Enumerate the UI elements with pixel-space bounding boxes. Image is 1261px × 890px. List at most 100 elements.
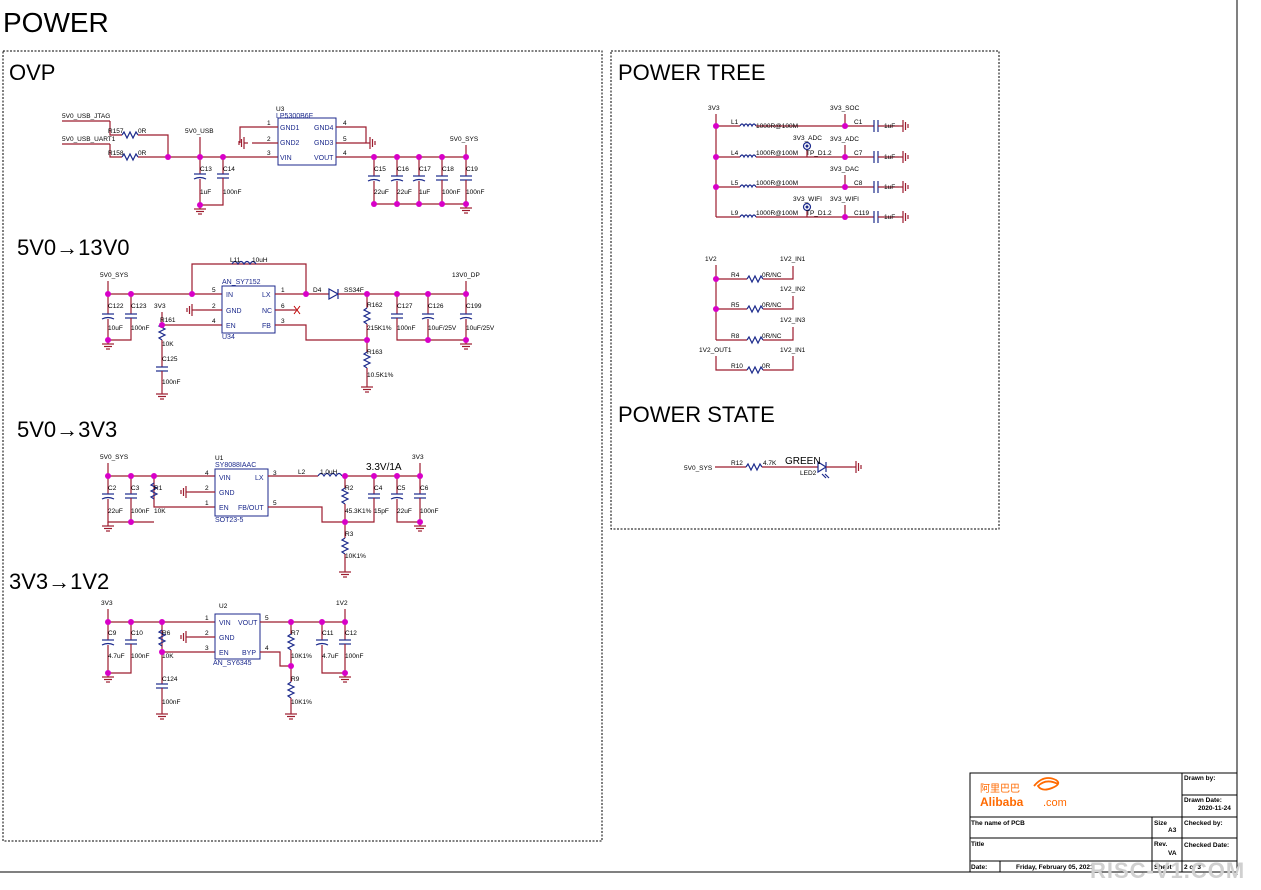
- section-title-state: POWER STATE: [618, 402, 775, 427]
- pin-label: VIN: [280, 155, 292, 162]
- value-label: 100nF: [345, 653, 363, 660]
- value-label: 1uF: [884, 214, 895, 221]
- tree-row: L5 1000R@100M 3V3_DAC C8 1uF: [716, 166, 909, 194]
- pin-number: 3: [205, 645, 209, 652]
- power-state: 5V0_SYS R12 4.7K GREEN LED2: [684, 456, 862, 479]
- pin-label: FB/OUT: [238, 505, 264, 512]
- net-label: 1V2_IN1: [780, 256, 806, 263]
- value-label: 22uF: [397, 189, 412, 196]
- pin-label: VOUT: [238, 620, 258, 627]
- ref-label: R3: [345, 531, 354, 538]
- value-label: 0R: [138, 150, 147, 157]
- date-label: Date:: [971, 864, 987, 871]
- value-label: 100nF: [466, 189, 484, 196]
- ref-label: R7: [291, 630, 300, 637]
- value-label: 100nF: [162, 379, 180, 386]
- value-label: 100nF: [420, 508, 438, 515]
- pin-label: EN: [226, 323, 236, 330]
- pin-label: VIN: [219, 475, 231, 482]
- pin-number: 4: [212, 318, 216, 325]
- tree-res-row: 1V2_OUT1 1V2_IN1 R10 0R: [699, 347, 806, 375]
- tree-res-row: R4 0R/NC 1V2_IN1: [716, 256, 806, 284]
- logo-com: .com: [1043, 797, 1067, 809]
- ref-label: U34: [222, 334, 235, 341]
- ref-label: U1: [215, 455, 224, 462]
- sheet-label: Sheet: [1154, 864, 1173, 871]
- right-section-frame: [610, 50, 1000, 530]
- value-label: 0R/NC: [762, 333, 782, 340]
- value-label: 1uF: [200, 189, 211, 196]
- ref-label: R163: [367, 349, 383, 356]
- pin-number: 2: [205, 630, 209, 637]
- value-label: 10uH: [252, 257, 268, 264]
- size-label: Size: [1154, 820, 1167, 827]
- ref-label: U3: [276, 106, 285, 113]
- ldo-circuit: 3V3 C9 4.7uF C10 100nF R6 10K C124 100nF…: [101, 600, 363, 720]
- ref-label: C126: [428, 303, 444, 310]
- net-label: 3V3_WIFI: [830, 196, 859, 203]
- pin-label: IN: [226, 292, 233, 299]
- led-color-label: GREEN: [785, 456, 821, 467]
- ref-label: R8: [731, 333, 740, 340]
- pcb-name-label: The name of PCB: [971, 820, 1025, 827]
- value-label: 10uF/25V: [466, 325, 495, 332]
- value-label: 10.5K1%: [367, 372, 394, 379]
- ref-label: R1: [154, 485, 163, 492]
- tree-res-row: R8 0R/NC 1V2_IN3: [716, 317, 806, 345]
- pin-label: LX: [262, 292, 271, 299]
- rev-value: VA: [1168, 850, 1177, 857]
- value-label: 10K: [162, 653, 174, 660]
- pin-number: 1: [267, 120, 271, 127]
- ref-label: C19: [466, 166, 478, 173]
- net-label: 5V0_SYS: [100, 454, 129, 461]
- value-label: 10uF: [108, 325, 123, 332]
- section-title-tree: POWER TREE: [618, 60, 766, 85]
- ref-label: LED2: [800, 470, 817, 477]
- net-label: 1V2_IN3: [780, 317, 806, 324]
- ref-label: C15: [374, 166, 386, 173]
- ref-label: C18: [442, 166, 454, 173]
- pin-number: 4: [205, 470, 209, 477]
- ref-label: R158: [108, 150, 124, 157]
- title-label: Title: [971, 841, 985, 848]
- pin-number: 2: [212, 303, 216, 310]
- ref-label: C16: [397, 166, 409, 173]
- net-label: 1V2_IN2: [780, 286, 806, 293]
- pin-label: GND: [226, 308, 242, 315]
- ref-label: L1: [731, 119, 739, 126]
- ic-u3: [277, 117, 337, 166]
- value-label: 45.3K1%: [345, 508, 372, 515]
- pin-label: GND: [219, 635, 235, 642]
- value-label: 0R/NC: [762, 302, 782, 309]
- ref-label: L11: [230, 257, 241, 264]
- ref-label: R12: [731, 460, 743, 467]
- pin-label: EN: [219, 505, 229, 512]
- pin-label: EN: [219, 650, 229, 657]
- value-label: 100nF: [442, 189, 460, 196]
- ref-label: C124: [162, 676, 178, 683]
- ref-label: R6: [162, 630, 171, 637]
- section-title-ldo: 3V3→1V2: [9, 569, 109, 594]
- part-label: SS34F: [344, 287, 364, 294]
- value-label: 1uF: [419, 189, 430, 196]
- pin-label: LX: [255, 475, 264, 482]
- alibaba-logo-icon: [1033, 777, 1060, 791]
- section-title-buck: 5V0→3V3: [17, 417, 117, 442]
- value-label: 10K1%: [291, 653, 312, 660]
- value-label: 1000R@100M: [756, 123, 798, 130]
- value-label: 0R: [762, 363, 771, 370]
- net-label: 3V3_DAC: [830, 166, 859, 173]
- ref-label: C2: [108, 485, 117, 492]
- pin-label: GND4: [314, 125, 334, 132]
- value-label: 1uF: [884, 123, 895, 130]
- value-label: 100nF: [162, 699, 180, 706]
- page-title: POWER: [3, 7, 109, 38]
- pin-number: 5: [212, 287, 216, 294]
- pin-number: 5: [273, 500, 277, 507]
- pin-label: VIN: [219, 620, 231, 627]
- net-label: 3V3: [412, 454, 424, 461]
- net-label: 1V2_OUT1: [699, 347, 732, 354]
- ref-label: C10: [131, 630, 143, 637]
- ref-label: C7: [854, 150, 863, 157]
